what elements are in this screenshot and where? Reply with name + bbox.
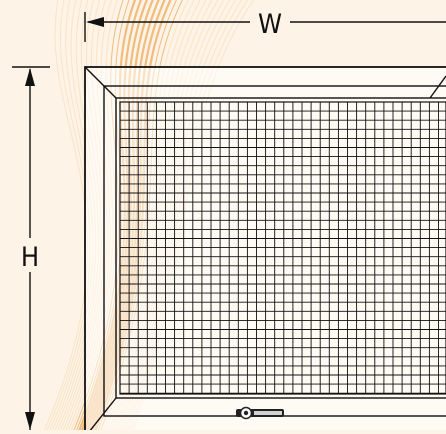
width-label: W bbox=[258, 9, 282, 40]
width-dimension: W bbox=[84, 9, 446, 42]
grille bbox=[84, 66, 446, 434]
frame-middle bbox=[103, 85, 446, 417]
width-arrowhead-left bbox=[86, 17, 104, 27]
height-arrowhead-bottom bbox=[25, 412, 35, 430]
frame-inner bbox=[115, 97, 446, 399]
grille-mesh bbox=[119, 101, 446, 395]
height-dimension: H bbox=[12, 66, 50, 430]
brand-badge-icon bbox=[236, 406, 284, 420]
height-arrowhead-top bbox=[25, 68, 35, 86]
frame-miter-top-left bbox=[84, 66, 117, 99]
frame-miter-top-right bbox=[429, 75, 446, 99]
height-label: H bbox=[21, 242, 39, 273]
